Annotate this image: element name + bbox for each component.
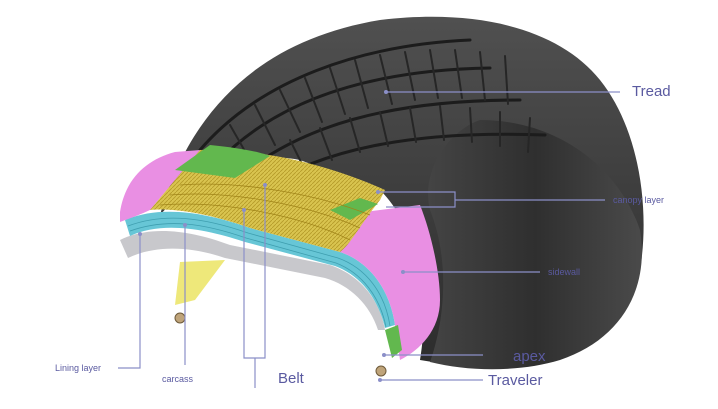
- label-sidewall: sidewall: [548, 267, 581, 277]
- canopy-strip: [175, 145, 270, 178]
- bead-apex-right: [385, 325, 402, 358]
- bead-apex-left: [175, 260, 225, 305]
- bead-bundle-left: [174, 312, 186, 324]
- label-canopy-layer: canopy layer: [613, 195, 665, 205]
- label-traveler: Traveler: [488, 372, 543, 389]
- label-belt: Belt: [278, 370, 304, 387]
- carcass-region: [125, 211, 395, 328]
- sidewall-rubber-right: [340, 205, 440, 360]
- label-lining-layer: Lining layer: [55, 363, 102, 373]
- bead-bundle-right: [375, 365, 387, 377]
- label-apex: apex: [513, 348, 546, 365]
- label-carcass: carcass: [162, 374, 194, 384]
- outer-sidewall: [428, 120, 642, 370]
- lining-region: [120, 230, 385, 330]
- label-tread: Tread: [632, 83, 671, 100]
- leader-lines: [118, 90, 620, 388]
